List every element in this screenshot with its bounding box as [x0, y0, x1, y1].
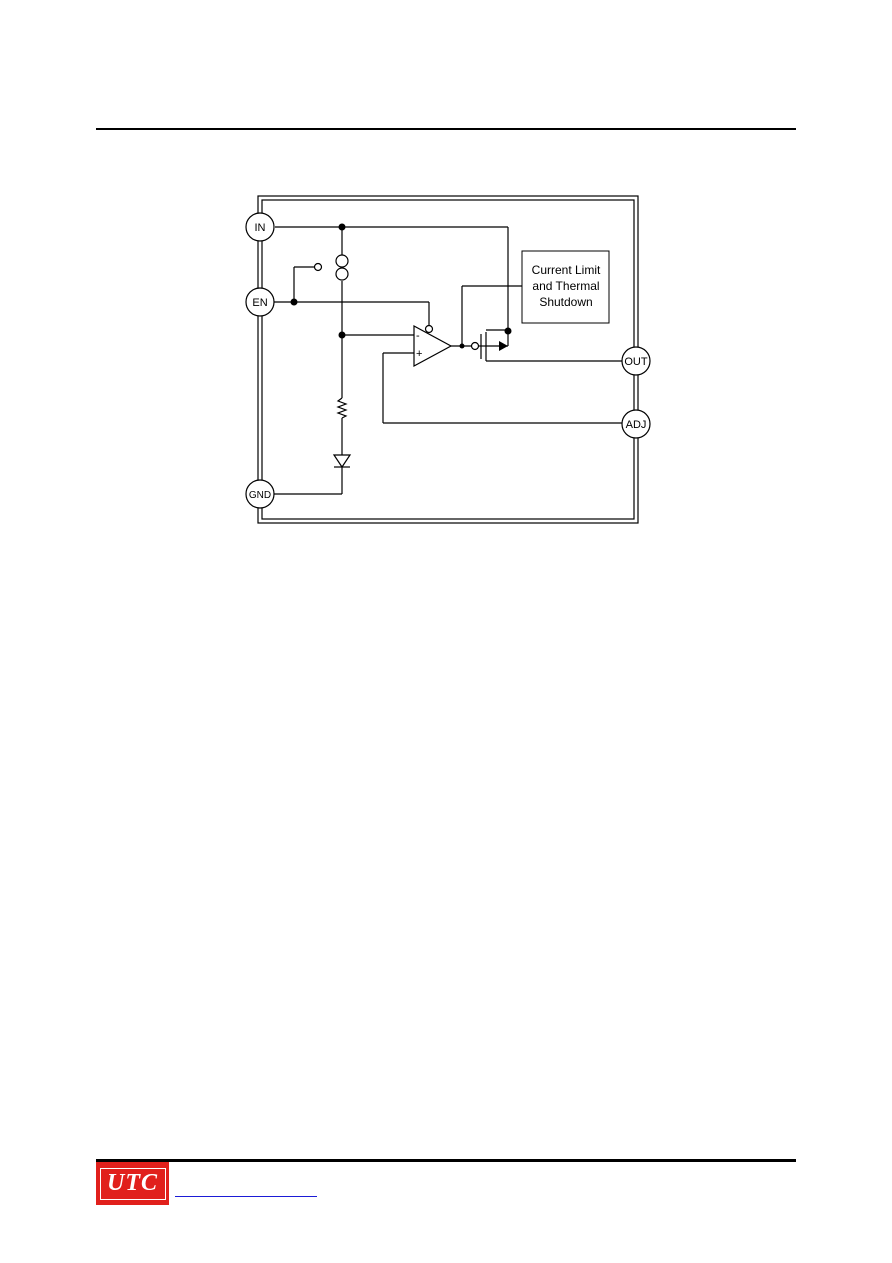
- opamp-minus-sign: -: [416, 330, 420, 342]
- gate-bubble: [470, 341, 480, 351]
- block-line-2: and Thermal: [532, 279, 599, 293]
- junction-dots: [290, 223, 512, 349]
- opamp-plus-sign: +: [416, 348, 422, 360]
- frame-outer: [257, 195, 639, 524]
- pin-out-label: OUT: [624, 356, 648, 368]
- switch-contact: [313, 262, 323, 272]
- utc-logo: UTC: [96, 1162, 169, 1205]
- opamp-enable-bubble: [424, 324, 434, 334]
- pin-in-label: IN: [255, 222, 266, 234]
- pin-gnd: GND: [245, 479, 275, 509]
- current-source-bottom: [335, 267, 349, 281]
- footer-link-underline[interactable]: [175, 1196, 317, 1197]
- header-rule: [96, 128, 796, 130]
- block-line-3: Shutdown: [539, 295, 592, 309]
- pin-adj-label: ADJ: [626, 419, 647, 431]
- pin-out: OUT: [621, 346, 651, 376]
- wires: [274, 226, 622, 495]
- pin-in: IN: [245, 212, 275, 242]
- footer-rule: [96, 1159, 796, 1162]
- pin-en: EN: [245, 287, 275, 317]
- mosfet-arrow: [499, 341, 508, 351]
- diode: [332, 454, 352, 469]
- pin-gnd-label: GND: [249, 490, 271, 501]
- pin-en-label: EN: [252, 297, 267, 309]
- current-source-top: [335, 254, 349, 268]
- current-limit-block: [521, 250, 610, 324]
- pin-adj: ADJ: [621, 409, 651, 439]
- logo-text: UTC: [107, 1170, 158, 1196]
- frame-inner: [261, 199, 635, 520]
- error-amplifier: [413, 324, 453, 368]
- block-line-1: Current Limit: [532, 263, 601, 277]
- resistor: [336, 397, 348, 419]
- logo-border: UTC: [99, 1167, 166, 1200]
